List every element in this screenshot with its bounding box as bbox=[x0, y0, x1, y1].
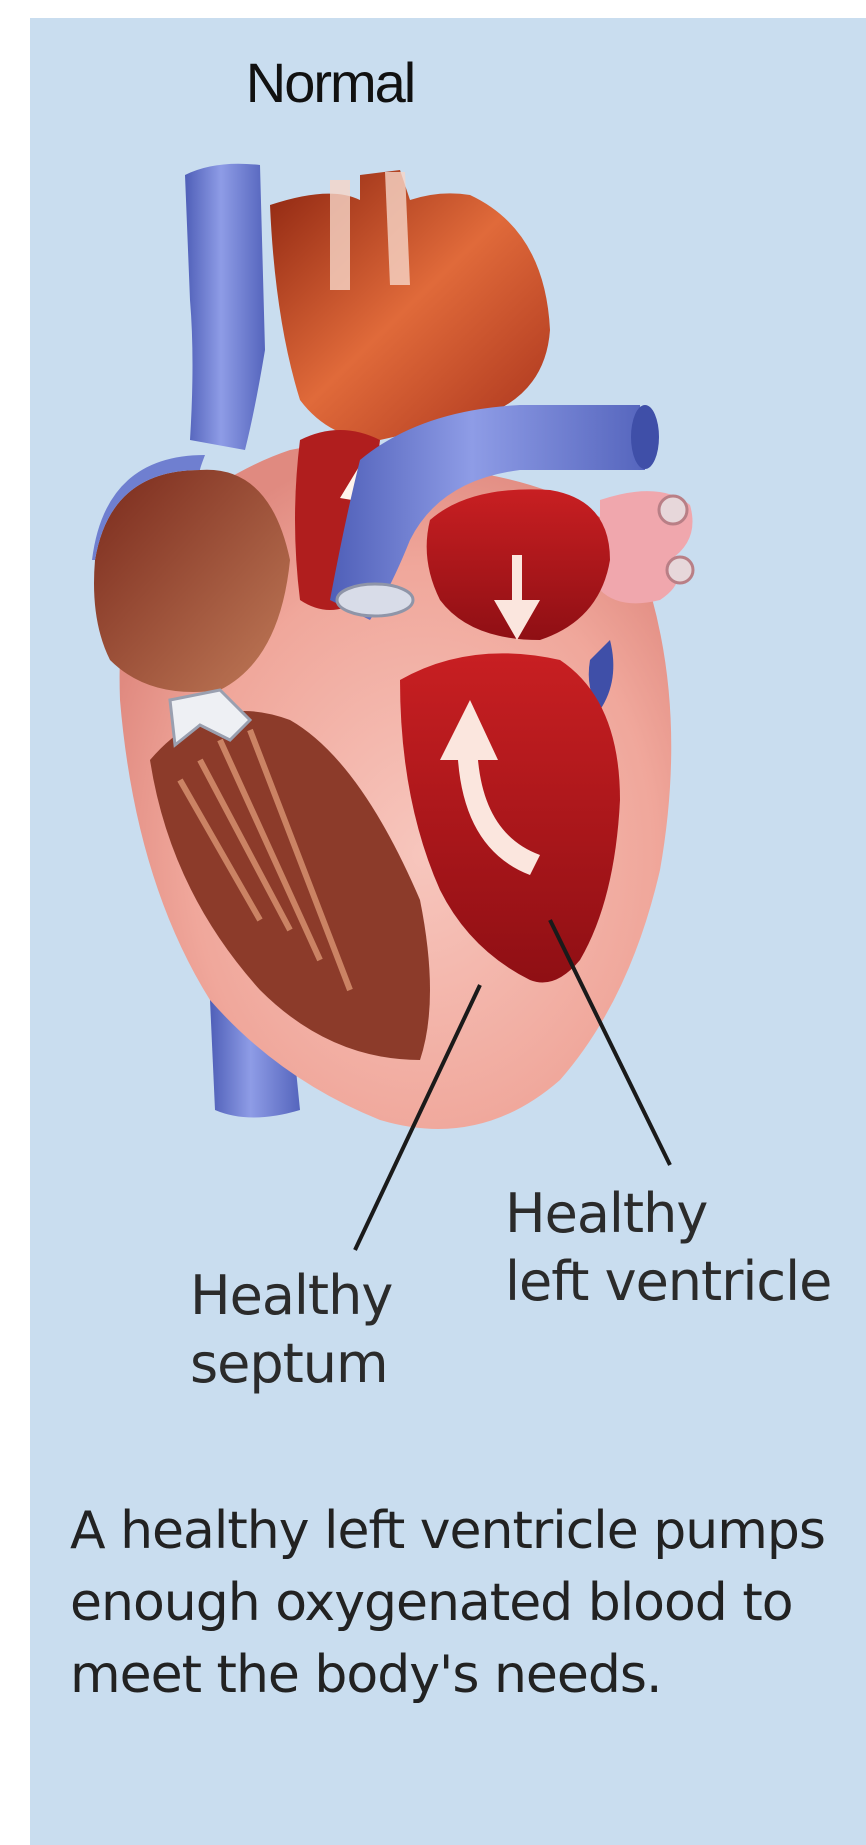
vein-opening bbox=[659, 496, 687, 524]
superior-vena-cava bbox=[185, 164, 265, 450]
pulmonary-vein-opening bbox=[631, 405, 659, 469]
figure-caption: A healthy left ventricle pumps enough ox… bbox=[70, 1495, 860, 1711]
label-septum-line2: septum bbox=[190, 1330, 392, 1398]
label-septum: Healthy septum bbox=[190, 1262, 392, 1398]
aorta bbox=[270, 170, 550, 440]
aortic-branch bbox=[330, 180, 350, 290]
label-left-ventricle: Healthy left ventricle bbox=[505, 1180, 831, 1316]
label-septum-line1: Healthy bbox=[190, 1262, 392, 1330]
vein-opening bbox=[667, 557, 693, 583]
label-left-ventricle-line2: left ventricle bbox=[505, 1248, 831, 1316]
label-left-ventricle-line1: Healthy bbox=[505, 1180, 831, 1248]
pulmonary-valve-ring bbox=[337, 584, 413, 616]
